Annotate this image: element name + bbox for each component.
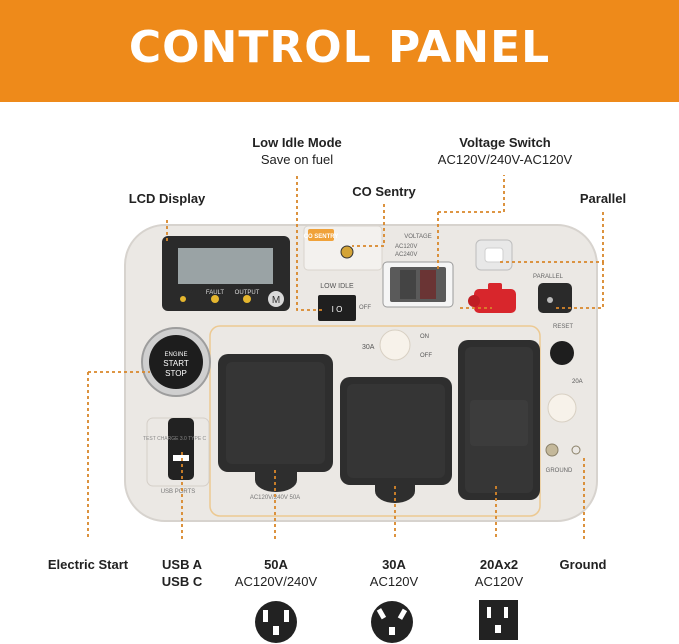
lcd-fault-label: FAULT (206, 290, 225, 296)
outlet-30a[interactable] (340, 377, 452, 503)
low-idle-switch[interactable]: LOW IDLE I O OFF (318, 283, 371, 321)
usb-ports: TEST CHARGE 3.0 TYPE C USB PORTS (143, 417, 210, 495)
callout-50a: 50A AC120V/240V (218, 556, 334, 590)
outlet-20a[interactable] (458, 340, 540, 500)
parallel-black-terminal[interactable] (538, 283, 572, 313)
callout-ground: Ground (548, 556, 618, 573)
callout-lcd-title: LCD Display (128, 191, 206, 206)
usb-ports-label: USB PORTS (161, 489, 196, 495)
callout-ground-title: Ground (559, 557, 607, 572)
electric-start-button[interactable]: ENGINE START STOP (141, 327, 211, 397)
start-button-line1: ENGINE (164, 352, 187, 358)
header-banner: CONTROL PANEL (0, 0, 679, 102)
outlet-50a[interactable]: AC120V/240V 50A (218, 354, 333, 501)
callout-low-idle-title: Low Idle Mode (252, 135, 342, 150)
reset-label: RESET (553, 324, 573, 330)
breaker-30a-on: ON (420, 334, 429, 340)
parallel-ports[interactable]: PARALLEL RESET (468, 239, 573, 330)
callout-30a-desc: AC120V (369, 574, 419, 589)
svg-text:I O: I O (332, 305, 343, 314)
callout-usb-line1: USB A (162, 557, 202, 572)
voltage-label: VOLTAGE (404, 234, 431, 240)
parallel-port-label: PARALLEL (533, 274, 564, 280)
page-title: CONTROL PANEL (128, 22, 551, 73)
callout-20a: 20Ax2 AC120V (455, 556, 543, 590)
voltage-opt1: AC120V (395, 244, 417, 250)
start-button-line3: STOP (165, 369, 187, 378)
start-button-line2: START (163, 359, 189, 368)
lcd-display: FAULT OUTPUT M (162, 236, 290, 311)
callout-lcd-display: LCD Display (107, 190, 227, 207)
callout-electric-start-title: Electric Start (47, 557, 129, 572)
fault-indicator (211, 295, 219, 303)
leader-voltage-top (438, 175, 505, 213)
callout-low-idle: Low Idle Mode Save on fuel (232, 134, 362, 168)
low-idle-label: LOW IDLE (320, 283, 354, 290)
callout-30a-title: 30A (382, 557, 406, 572)
output-indicator (243, 295, 251, 303)
callout-voltage-title: Voltage Switch (459, 135, 551, 150)
lcd-output-label: OUTPUT (235, 290, 260, 296)
callout-20a-desc: AC120V (474, 574, 524, 589)
outlet-50a-panel-label: AC120V/240V 50A (250, 495, 300, 501)
callout-30a: 30A AC120V (348, 556, 440, 590)
breaker-30a-off: OFF (420, 353, 432, 359)
reset-button[interactable] (550, 341, 574, 365)
callout-50a-desc: AC120V/240V (234, 574, 318, 589)
plug-icon-20a (479, 600, 518, 640)
callout-low-idle-desc: Save on fuel (260, 152, 334, 167)
parallel-red-terminal[interactable] (474, 289, 516, 313)
lcd-mode-label: M (272, 295, 280, 306)
usb-cover[interactable] (168, 418, 194, 480)
callout-parallel-title: Parallel (579, 191, 627, 206)
co-sentry-sensor (340, 245, 354, 259)
low-idle-off-label: OFF (359, 305, 371, 311)
usb-test-label: TEST CHARGE 3.0 TYPE C (143, 436, 207, 442)
co-sentry-badge: CO SENTRY (304, 234, 339, 240)
callout-voltage-desc: AC120V/240V-AC120V (437, 152, 573, 167)
leader-co-sentry (352, 204, 385, 247)
callout-co-sentry: CO Sentry (334, 183, 434, 200)
callout-usb: USB A USB C (142, 556, 222, 590)
callout-50a-title: 50A (264, 557, 288, 572)
callout-electric-start: Electric Start (33, 556, 143, 573)
breaker-30a[interactable]: 30A ON OFF (362, 329, 432, 361)
ground-panel-label: GROUND (546, 468, 573, 474)
callout-voltage-switch: Voltage Switch AC120V/240V-AC120V (420, 134, 590, 168)
leader-low-idle (296, 176, 322, 311)
lcd-mode-button[interactable] (268, 291, 284, 307)
breaker-20a-label: 20A (572, 379, 583, 385)
leader-lines (87, 175, 604, 540)
callout-parallel: Parallel (563, 190, 643, 207)
ground-terminal[interactable]: GROUND (545, 443, 581, 474)
breaker-20a[interactable]: 20A (547, 379, 583, 423)
callout-20a-title: 20Ax2 (479, 557, 519, 572)
plug-icon-50a (255, 601, 297, 643)
voltage-opt2: AC240V (395, 252, 417, 258)
plug-icon-30a (371, 601, 413, 643)
voltage-switch[interactable]: VOLTAGE AC120V AC240V (382, 234, 454, 308)
callout-usb-line2: USB C (161, 574, 203, 589)
callout-co-sentry-title: CO Sentry (352, 184, 416, 199)
breaker-30a-label: 30A (362, 344, 375, 351)
co-sentry-module: CO SENTRY (303, 225, 383, 271)
